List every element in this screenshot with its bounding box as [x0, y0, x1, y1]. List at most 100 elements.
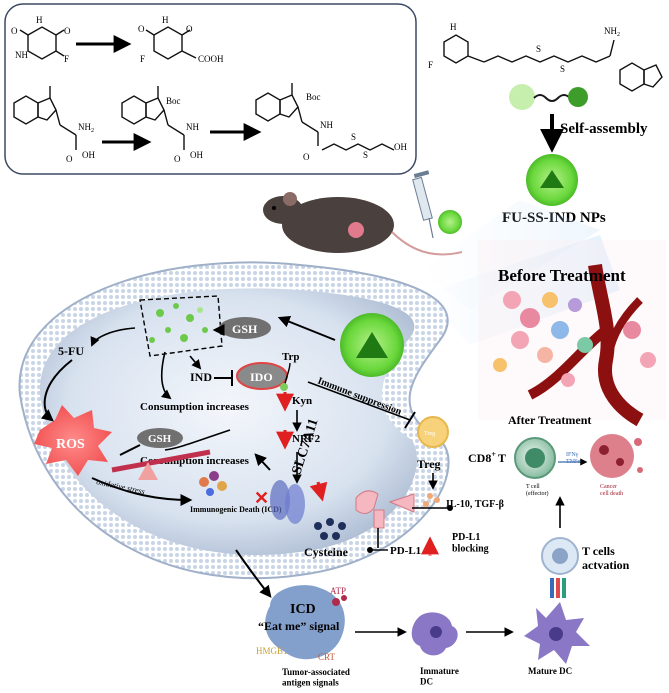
ind3-oh-label: OH — [394, 142, 407, 152]
self-assembly-label: Self-assembly — [560, 121, 648, 137]
ind2-oh-label: OH — [190, 150, 203, 160]
synthesis-box — [4, 3, 417, 175]
fuac-o-label-2: O — [186, 24, 193, 34]
icd-to-signal-arrow — [235, 549, 272, 598]
icd-big-label: ICD — [290, 602, 316, 617]
gsh-capsule-mid — [137, 428, 183, 448]
pro-f-label: F — [428, 60, 433, 70]
icd-molecules-icon — [199, 471, 227, 496]
mature-dc-nucleus — [549, 627, 563, 641]
cd8-label: CD8+T — [468, 450, 506, 465]
pdl1-receptor-icon — [355, 490, 415, 529]
np-to-gsh-arrow — [277, 315, 336, 341]
tcr-mhc-complex-icon — [550, 578, 566, 598]
fu-moiety-bead — [509, 84, 535, 110]
cd8-t-cell-nucleus — [525, 448, 545, 468]
inhibition-bar — [111, 449, 211, 473]
icd-label: Immunogenic Death (ICD) — [190, 505, 282, 514]
pdl1-block-dot — [447, 505, 453, 511]
ind3-boc-label: Boc — [306, 92, 321, 102]
mature-dc-label: Mature DC — [528, 666, 572, 676]
pro-s-label-1: S — [536, 44, 541, 54]
fuac-o-label: O — [138, 24, 145, 34]
cysteine-dots — [314, 518, 346, 540]
ros-burst-icon — [34, 405, 112, 476]
cysteine-label: Cysteine — [304, 545, 349, 559]
slc-transporter-icon — [270, 480, 305, 524]
box-to-consumption-arrow — [160, 351, 172, 400]
blood-vessel-branch — [527, 326, 610, 400]
fuac-f-label: F — [140, 54, 145, 64]
fu-o-label-2: O — [64, 26, 71, 36]
ind3-o-label: O — [303, 152, 310, 162]
nanoparticle-core-icon — [540, 170, 564, 188]
trp-label: Trp — [282, 351, 300, 363]
cytokine-dots — [423, 493, 440, 507]
blood-vessel-branch-2 — [604, 297, 643, 361]
tumor-cells-cluster — [493, 291, 656, 387]
tcell-effector-label: T cell(effector) — [526, 484, 549, 497]
gsh-mid-label: GSH — [148, 433, 172, 445]
immune-suppression-bar — [404, 411, 416, 429]
consumption-label-1: Consumption increases — [140, 401, 250, 413]
immune-suppression-line — [307, 381, 411, 421]
ind-label: IND — [190, 370, 212, 384]
pro-nh2-label: NH2 — [604, 26, 620, 38]
mouse-body-icon — [282, 197, 394, 253]
gsh-depletion-triangle — [138, 462, 158, 480]
disulfide-linker — [533, 94, 571, 102]
ind1-oh-label: OH — [82, 150, 95, 160]
box-to-ind-arrow — [189, 355, 202, 370]
nanoparticle-entering-core — [356, 332, 388, 358]
treg-label: Treg — [417, 457, 441, 471]
box-to-fu-arrow — [90, 327, 136, 347]
hmgb1-label: HMGB1 — [256, 646, 288, 656]
cancer-cell-death-icon — [590, 434, 643, 478]
ros-link — [119, 444, 141, 456]
atp-molecule-icon — [332, 595, 347, 606]
ros-label: ROS — [56, 437, 85, 452]
fu-h-label: H — [36, 15, 43, 25]
gsh-top-label: GSH — [232, 322, 258, 336]
pdl1-label: PD-L1 — [390, 545, 421, 557]
kyn-label: Kyn — [292, 395, 312, 407]
eat-me-label: “Eat me” signal — [258, 619, 340, 633]
released-drug-dots — [149, 303, 208, 343]
fu-nh-label: NH — [15, 50, 28, 60]
slc-blocked-icon: ✕ — [254, 488, 269, 508]
fluorouracil-structure — [19, 26, 65, 60]
after-treatment-label: After Treatment — [508, 413, 591, 427]
treg-icon-label: Treg — [424, 431, 435, 437]
fu-acetic-acid-structure — [145, 26, 197, 60]
fuac-cooh-label: COOH — [198, 54, 224, 64]
consumption-link — [164, 429, 231, 451]
nanoparticle-small-icon — [438, 210, 462, 234]
syringe-icon — [412, 170, 434, 239]
fu-ss-ind-structure — [443, 34, 663, 92]
naive-t-cell-nucleus — [552, 548, 568, 564]
before-treatment-label: Before Treatment — [498, 266, 626, 285]
immature-dc-nucleus — [430, 626, 442, 638]
atp-label: ATP — [330, 586, 346, 596]
ind2-boc-label: Boc — [166, 96, 181, 106]
il10-label: IL-10, TGF-β — [446, 499, 504, 510]
nrf2-label: NRF2 — [292, 433, 321, 445]
indole-structure-2 — [121, 86, 185, 150]
fu-f-label: F — [64, 54, 69, 64]
ind1-nh2-label: NH2 — [78, 122, 94, 134]
ind-moiety-bead — [568, 87, 588, 107]
tumor-icon — [348, 222, 364, 238]
fu-o-label: O — [11, 26, 18, 36]
ind1-o-label: O — [66, 154, 73, 164]
pro-h-label: H — [450, 22, 457, 32]
indole-ss-structure — [255, 83, 395, 151]
fuac-h-label: H — [162, 15, 169, 25]
ind2-nh-label: NH — [186, 122, 199, 132]
